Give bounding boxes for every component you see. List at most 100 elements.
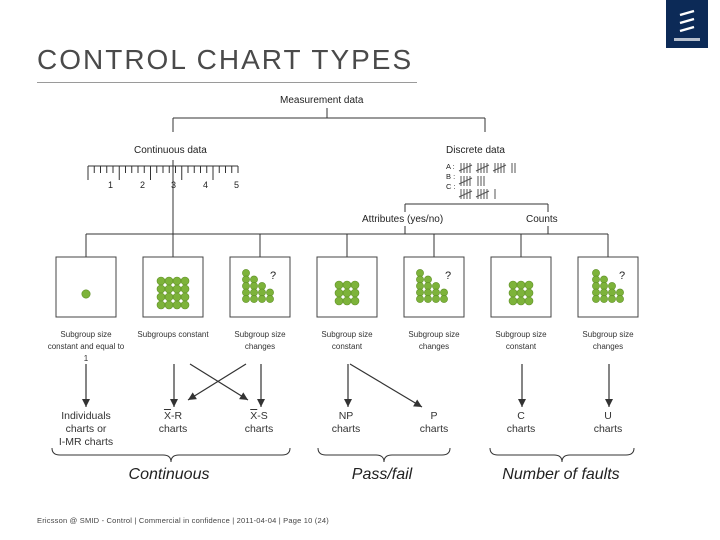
sample-dot [608, 288, 616, 297]
sample-dot [258, 282, 266, 290]
tally-stroke [458, 190, 473, 198]
sample-dot [600, 275, 608, 284]
sample-dot [334, 280, 344, 290]
subgroup-box [403, 256, 465, 318]
sample-dot [242, 275, 250, 284]
sample-dot [242, 269, 250, 277]
xbar-symbol: X [250, 410, 258, 422]
sample-dot [524, 296, 534, 306]
sample-dot [616, 295, 624, 303]
ericsson-logo [666, 0, 708, 48]
arrow-head [170, 399, 178, 407]
sample-dot [524, 280, 534, 290]
sample-dot [156, 292, 166, 302]
sample-dot [334, 288, 344, 298]
group-brace [489, 447, 635, 463]
sample-dot [242, 295, 250, 303]
sample-dot [432, 288, 440, 297]
sample-dot [508, 280, 518, 290]
sample-dot [416, 288, 424, 297]
sample-dot [350, 288, 360, 298]
title-divider [37, 82, 417, 83]
ruler-tick-label: 4 [203, 180, 209, 190]
condition-label: Subgroup size changes [408, 330, 460, 351]
sample-dot [440, 295, 448, 303]
u-chart-label: U charts [563, 410, 653, 436]
sample-dot [250, 275, 258, 284]
sample-dot [342, 288, 352, 298]
subgroup-box [55, 256, 117, 318]
sample-dot [424, 295, 432, 303]
sample-dot [508, 296, 518, 306]
sample-dot [592, 295, 600, 303]
charts-word: charts [419, 423, 449, 435]
sample-dot [616, 288, 624, 297]
sample-dot [600, 295, 608, 303]
xbar-r-chart-label: X-R charts [128, 410, 218, 436]
xbar-r-suffix: -R [170, 410, 183, 422]
arrow-head [413, 399, 422, 407]
ericsson-logo-mark [674, 9, 700, 41]
condition-label: Subgroup size changes [234, 330, 286, 351]
u-label: U [604, 410, 612, 422]
counts-label: Counts [526, 214, 558, 225]
sample-dot [164, 276, 174, 286]
tally-label-a: A : [446, 162, 455, 171]
ruler-tick-label: 2 [140, 180, 146, 190]
sample-dot [416, 282, 424, 290]
flow-arrow [349, 363, 423, 408]
subgroup-box [577, 256, 639, 318]
individuals-line-3: I-MR charts [58, 436, 114, 448]
sample-dot [250, 282, 258, 290]
group-number-of-faults: Number of faults [502, 466, 620, 483]
sample-dot [600, 282, 608, 290]
ruler-tick-label: 1 [108, 180, 114, 190]
root-label: Measurement data [280, 95, 364, 106]
c-chart-label: C charts [476, 410, 566, 436]
ruler-tick-label: 3 [171, 180, 177, 190]
charts-word: charts [244, 423, 274, 435]
sample-dot [180, 284, 190, 294]
attributes-label: Attributes (yes/no) [362, 214, 444, 225]
arrow-head [518, 399, 526, 407]
tally-stroke [458, 164, 473, 172]
sample-dot [424, 288, 432, 297]
sample-dot [250, 288, 258, 297]
sample-dot [440, 288, 448, 297]
sample-dot [524, 288, 534, 298]
group-pass-fail: Pass/fail [351, 466, 413, 483]
arrow-head [344, 399, 352, 407]
sample-dot [172, 292, 182, 302]
sample-dot [164, 284, 174, 294]
sample-dot [156, 276, 166, 286]
continuous-data-label: Continuous data [134, 145, 207, 156]
sample-dot [242, 282, 250, 290]
arrow-head [257, 399, 265, 407]
sample-dot [164, 300, 174, 310]
sample-dot [432, 282, 440, 290]
sample-dot [416, 275, 424, 284]
sample-dot [516, 288, 526, 298]
charts-word: charts [331, 423, 361, 435]
np-label: NP [338, 410, 354, 422]
sample-dot [350, 296, 360, 306]
sample-dot [180, 292, 190, 302]
p-label: P [430, 410, 438, 422]
sample-dot [156, 284, 166, 294]
footer: Ericsson @ SMID - Control | Commercial i… [37, 516, 329, 525]
sample-dot [592, 275, 600, 284]
individuals-line-1: Individuals [61, 410, 111, 422]
charts-word: charts [593, 423, 623, 435]
sample-dot [164, 292, 174, 302]
condition-label: Subgroup size changes [582, 330, 634, 351]
arrow-head [239, 392, 248, 400]
sample-dot [516, 296, 526, 306]
tally-label-c: C : [446, 182, 456, 191]
sample-dot [172, 284, 182, 294]
sample-dot [416, 295, 424, 303]
sample-dot [516, 280, 526, 290]
arrow-head [82, 399, 90, 407]
individuals-line-2: charts or [65, 423, 107, 435]
sample-dot [180, 300, 190, 310]
